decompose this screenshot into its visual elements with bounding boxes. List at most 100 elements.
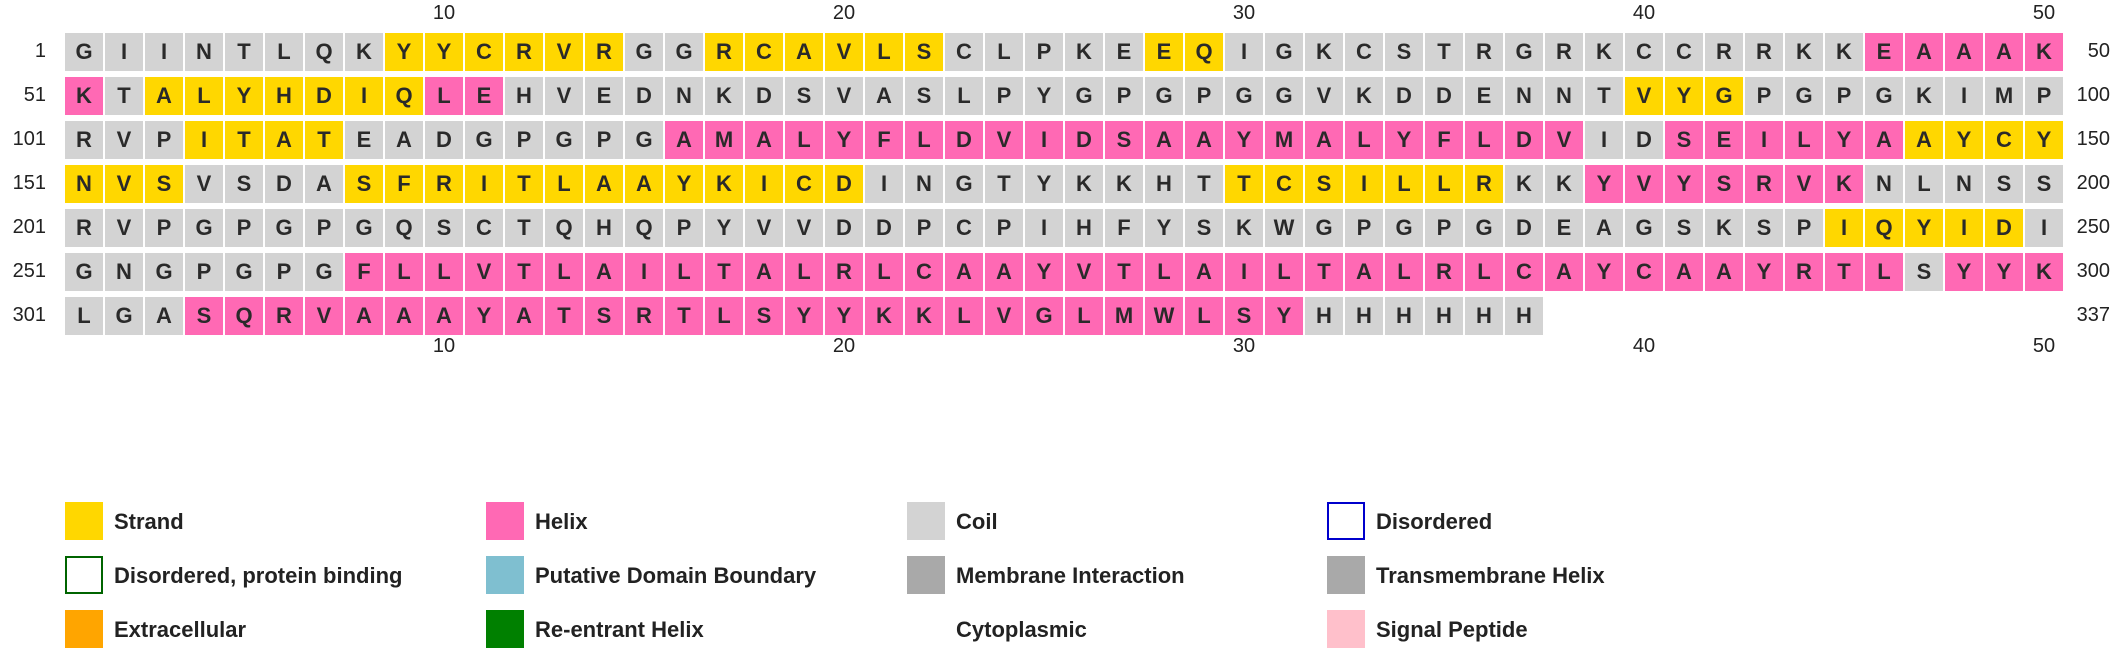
residue-cell: L <box>945 77 983 115</box>
residue-cell: A <box>145 77 183 115</box>
residue-cell: H <box>1145 165 1183 203</box>
residue-cell: D <box>825 209 863 247</box>
residue-cell: V <box>985 121 1023 159</box>
residue-cell: D <box>1985 209 2023 247</box>
residue-cell: P <box>1185 77 1223 115</box>
legend-label: Disordered, protein binding <box>114 563 403 588</box>
ruler-top-tick-label: 40 <box>1632 2 1656 24</box>
row-start-number: 201 <box>12 216 46 238</box>
residue-cell: Y <box>1665 77 1703 115</box>
residue-cell: F <box>385 165 423 203</box>
residue-cell: S <box>425 209 463 247</box>
residue-cell: Q <box>1865 209 1903 247</box>
residue-cell: P <box>145 209 183 247</box>
residue-cell: K <box>865 297 903 335</box>
row-end-number: 250 <box>2076 216 2110 238</box>
residue-cell: Q <box>545 209 583 247</box>
residue-cell: N <box>665 77 703 115</box>
residue-cell: A <box>425 297 463 335</box>
residue-cell: V <box>1305 77 1343 115</box>
residue-cell: D <box>1505 121 1543 159</box>
residue-cell: Y <box>1265 297 1303 335</box>
residue-cell: G <box>1385 209 1423 247</box>
residue-cell: A <box>1905 121 1943 159</box>
residue-cell: Q <box>1185 33 1223 71</box>
residue-cell: P <box>1825 77 1863 115</box>
residue-cell: R <box>265 297 303 335</box>
residue-cell: L <box>1465 121 1503 159</box>
residue-cell: A <box>625 165 663 203</box>
residue-cell: C <box>1985 121 2023 159</box>
residue-cell: S <box>1105 121 1143 159</box>
residue-cell: G <box>625 121 663 159</box>
residue-cell: C <box>945 33 983 71</box>
residue-cell: P <box>585 121 623 159</box>
residue-cell: N <box>905 165 943 203</box>
residue-cell: Y <box>1385 121 1423 159</box>
residue-cell: G <box>1225 77 1263 115</box>
ruler-bottom-tick-label: 30 <box>1232 335 1256 357</box>
residue-cell: A <box>745 253 783 291</box>
residue-cell: K <box>1825 165 1863 203</box>
residue-cell: P <box>1105 77 1143 115</box>
residue-cell: D <box>625 77 663 115</box>
residue-cell: D <box>1505 209 1543 247</box>
residue-cell: I <box>1025 209 1063 247</box>
ruler-bottom-tick-label: 40 <box>1632 335 1656 357</box>
residue-cell: D <box>305 77 343 115</box>
residue-cell: W <box>1145 297 1183 335</box>
residue-cell: L <box>905 121 943 159</box>
residue-cell: V <box>1625 77 1663 115</box>
residue-cell: S <box>1985 165 2023 203</box>
residue-cell: R <box>1745 33 1783 71</box>
residue-cell: P <box>1785 209 1823 247</box>
residue-cell: L <box>985 33 1023 71</box>
residue-cell: P <box>985 209 1023 247</box>
row-end-number: 337 <box>2076 304 2110 326</box>
residue-cell: L <box>1785 121 1823 159</box>
residue-cell: A <box>505 297 543 335</box>
legend-swatch <box>486 610 524 648</box>
residue-cell: G <box>65 33 103 71</box>
residue-cell: P <box>305 209 343 247</box>
residue-cell: D <box>945 121 983 159</box>
residue-cell: P <box>185 253 223 291</box>
residue-cell: T <box>505 165 543 203</box>
residue-cell: V <box>105 121 143 159</box>
residue-cell: A <box>585 253 623 291</box>
residue-cell: P <box>265 253 303 291</box>
legend-label: Helix <box>535 509 588 534</box>
legend-label: Membrane Interaction <box>956 563 1185 588</box>
residue-cell: S <box>1905 253 1943 291</box>
residue-cell: V <box>1625 165 1663 203</box>
residue-cell: S <box>2025 165 2063 203</box>
residue-cell: L <box>1065 297 1103 335</box>
residue-cell: G <box>1145 77 1183 115</box>
residue-cell: G <box>1705 77 1743 115</box>
residue-cell: N <box>105 253 143 291</box>
residue-cell: G <box>145 253 183 291</box>
residue-cell: I <box>625 253 663 291</box>
residue-cell: G <box>225 253 263 291</box>
residue-cell: Q <box>225 297 263 335</box>
residue-cell: A <box>1865 121 1903 159</box>
residue-cell: Y <box>785 297 823 335</box>
residue-cell: V <box>1065 253 1103 291</box>
residue-cell: C <box>1625 253 1663 291</box>
residue-cell: H <box>505 77 543 115</box>
residue-cell: H <box>1305 297 1343 335</box>
residue-cell: K <box>345 33 383 71</box>
residue-cell: R <box>505 33 543 71</box>
residue-cell: H <box>585 209 623 247</box>
residue-cell: K <box>1825 33 1863 71</box>
residue-cell: A <box>865 77 903 115</box>
residue-cell: G <box>1265 33 1303 71</box>
residue-cell: T <box>1425 33 1463 71</box>
residue-cell: A <box>1185 253 1223 291</box>
residue-cell: E <box>465 77 503 115</box>
residue-cell: T <box>545 297 583 335</box>
residue-cell: I <box>745 165 783 203</box>
residue-cell: I <box>1225 33 1263 71</box>
residue-cell: F <box>865 121 903 159</box>
